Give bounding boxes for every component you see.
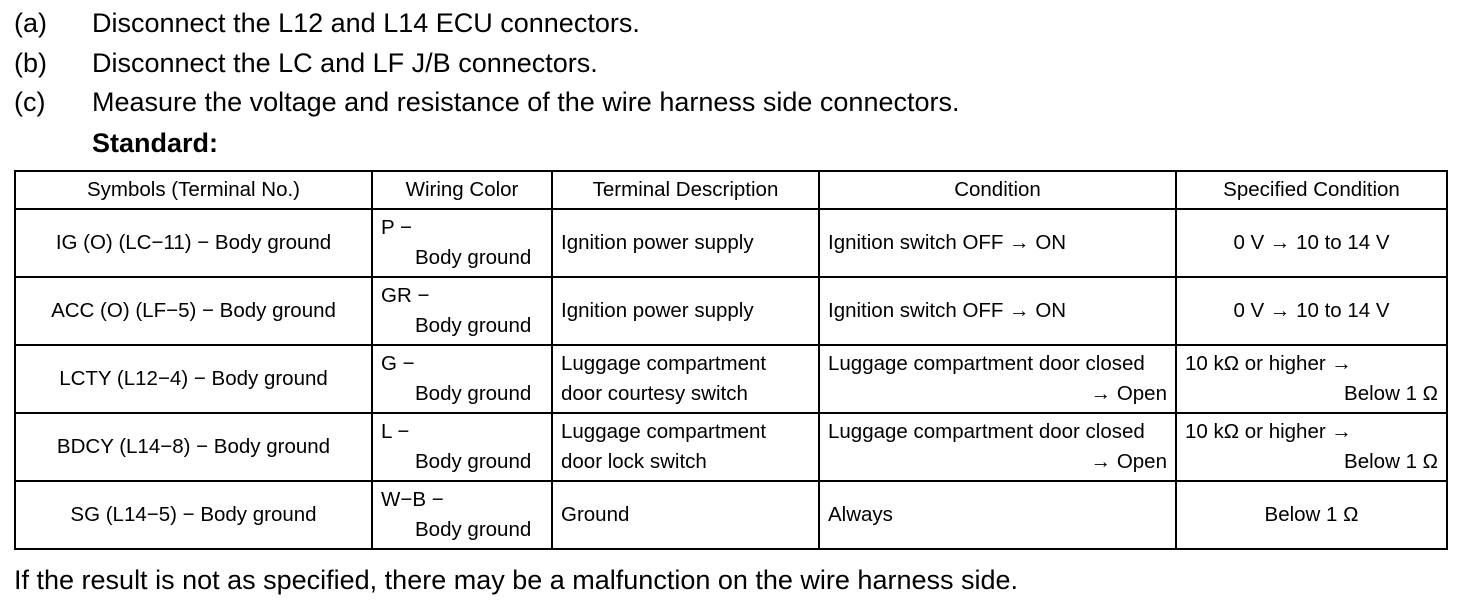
spec-line-1: 0 V → 10 to 14 V xyxy=(1233,231,1390,254)
step-text: Disconnect the L12 and L14 ECU connector… xyxy=(92,8,640,38)
cell-description: Luggage compartment door lock switch xyxy=(551,412,820,482)
cell-wiring-color: GR − Body ground xyxy=(371,276,553,346)
cell-wiring-color: P − Body ground xyxy=(371,208,553,278)
header-terminal-description: Terminal Description xyxy=(551,170,820,210)
wire-code: GR − xyxy=(381,284,430,307)
desc-line-2: door courtesy switch xyxy=(561,382,748,405)
cell-condition: Luggage compartment door closed → Open xyxy=(818,344,1177,414)
spec-line-2: Below 1 Ω xyxy=(1344,450,1438,473)
cond-line-2: → Open xyxy=(1090,382,1167,405)
cell-specified: Below 1 Ω xyxy=(1175,480,1448,550)
desc-line-1: Luggage compartment xyxy=(561,420,767,443)
spec-line-1: 10 kΩ or higher → xyxy=(1185,420,1352,443)
table-row: BDCY (L14−8) − Body ground L − Body grou… xyxy=(14,412,1448,482)
cell-symbol: SG (L14−5) − Body ground xyxy=(14,480,373,550)
table-row: SG (L14−5) − Body ground W−B − Body grou… xyxy=(14,480,1448,550)
table-row: ACC (O) (LF−5) − Body ground GR − Body g… xyxy=(14,276,1448,346)
specification-table: Symbols (Terminal No.) Wiring Color Term… xyxy=(14,170,1448,550)
wire-ground: Body ground xyxy=(415,518,532,541)
cell-description: Ignition power supply xyxy=(551,276,820,346)
table-row: IG (O) (LC−11) − Body ground P − Body gr… xyxy=(14,208,1448,278)
wire-code: P − xyxy=(381,216,412,239)
table-header-row: Symbols (Terminal No.) Wiring Color Term… xyxy=(14,170,1448,210)
cell-specified: 10 kΩ or higher → Below 1 Ω xyxy=(1175,412,1448,482)
wire-code: G − xyxy=(381,352,415,375)
standard-label: Standard: xyxy=(92,128,219,158)
footer-note: If the result is not as specified, there… xyxy=(14,565,1019,595)
cell-condition: Always xyxy=(818,480,1177,550)
spec-line-2: Below 1 Ω xyxy=(1344,382,1438,405)
wire-ground: Body ground xyxy=(415,450,532,473)
spec-line-1: 0 V → 10 to 14 V xyxy=(1233,299,1390,322)
cond-line-1: Luggage compartment door closed xyxy=(828,420,1145,443)
step-letter: (c) xyxy=(14,87,46,117)
desc-line-1: Ignition power supply xyxy=(561,299,754,322)
step-text: Measure the voltage and resistance of th… xyxy=(92,87,960,117)
cell-condition: Luggage compartment door closed → Open xyxy=(818,412,1177,482)
cond-line-1: Always xyxy=(828,503,893,526)
step-b: (b) Disconnect the LC and LF J/B connect… xyxy=(14,44,1454,84)
header-wiring-color: Wiring Color xyxy=(371,170,553,210)
spec-line-1: 10 kΩ or higher → xyxy=(1185,352,1352,375)
cell-wiring-color: G − Body ground xyxy=(371,344,553,414)
cell-symbol: LCTY (L12−4) − Body ground xyxy=(14,344,373,414)
step-c: (c) Measure the voltage and resistance o… xyxy=(14,83,1454,123)
cond-line-1: Ignition switch OFF → ON xyxy=(828,231,1067,254)
step-a: (a) Disconnect the L12 and L14 ECU conne… xyxy=(14,4,1454,44)
spec-line-1: Below 1 Ω xyxy=(1264,503,1359,526)
cell-specified: 0 V → 10 to 14 V xyxy=(1175,208,1448,278)
cond-line-1: Ignition switch OFF → ON xyxy=(828,299,1067,322)
cell-symbol: BDCY (L14−8) − Body ground xyxy=(14,412,373,482)
wire-ground: Body ground xyxy=(415,246,532,269)
step-list: (a) Disconnect the L12 and L14 ECU conne… xyxy=(14,4,1454,123)
cell-description: Ignition power supply xyxy=(551,208,820,278)
table-row: LCTY (L12−4) − Body ground G − Body grou… xyxy=(14,344,1448,414)
desc-line-2: door lock switch xyxy=(561,450,707,473)
header-symbols: Symbols (Terminal No.) xyxy=(14,170,373,210)
cell-condition: Ignition switch OFF → ON xyxy=(818,276,1177,346)
wire-code: W−B − xyxy=(381,488,444,511)
header-condition: Condition xyxy=(818,170,1177,210)
cond-line-2: → Open xyxy=(1090,450,1167,473)
cell-symbol: ACC (O) (LF−5) − Body ground xyxy=(14,276,373,346)
cell-wiring-color: W−B − Body ground xyxy=(371,480,553,550)
cell-specified: 10 kΩ or higher → Below 1 Ω xyxy=(1175,344,1448,414)
header-specified-condition: Specified Condition xyxy=(1175,170,1448,210)
step-letter: (a) xyxy=(14,8,47,38)
wire-code: L − xyxy=(381,420,410,443)
desc-line-1: Ignition power supply xyxy=(561,231,754,254)
desc-line-1: Ground xyxy=(561,503,630,526)
cell-wiring-color: L − Body ground xyxy=(371,412,553,482)
cell-description: Ground xyxy=(551,480,820,550)
step-text: Disconnect the LC and LF J/B connectors. xyxy=(92,47,598,78)
step-letter: (b) xyxy=(14,47,47,78)
wire-ground: Body ground xyxy=(415,382,532,405)
cell-condition: Ignition switch OFF → ON xyxy=(818,208,1177,278)
cell-symbol: IG (O) (LC−11) − Body ground xyxy=(14,208,373,278)
wire-ground: Body ground xyxy=(415,314,532,337)
desc-line-1: Luggage compartment xyxy=(561,352,767,375)
cell-description: Luggage compartment door courtesy switch xyxy=(551,344,820,414)
cell-specified: 0 V → 10 to 14 V xyxy=(1175,276,1448,346)
cond-line-1: Luggage compartment door closed xyxy=(828,352,1145,375)
